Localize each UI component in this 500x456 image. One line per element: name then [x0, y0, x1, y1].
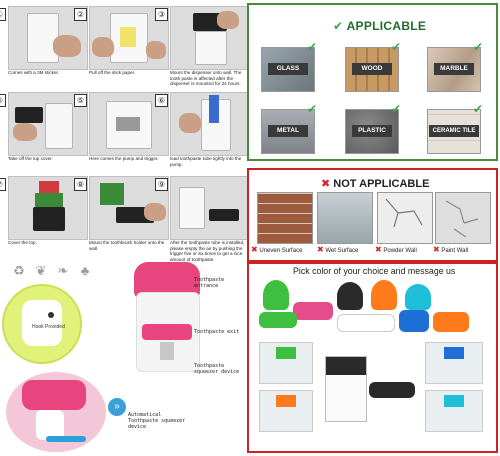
surface-paint-wall	[435, 192, 491, 244]
material-ceramic-tile: CERAMIC TILE	[427, 109, 481, 154]
material-wood: WOOD	[345, 47, 399, 92]
material-label: MARBLE	[434, 63, 474, 75]
arrow-icon: »	[108, 398, 126, 416]
color-option-cyan	[405, 284, 431, 310]
check-icon: ✔	[333, 19, 344, 33]
material-marble: MARBLE	[427, 47, 481, 92]
step-caption: Here comes the pump and trigger.	[89, 156, 159, 161]
material-metal: METAL	[261, 109, 315, 154]
color-option-blue	[399, 310, 429, 332]
step-number: ⑧	[74, 178, 87, 191]
step-number: ⑤	[74, 94, 87, 107]
sample-black-holder	[369, 382, 415, 398]
not-applicable-panel: ✖ NOT APPLICABLE ✖ Uneven Surface ✖ Wet …	[247, 168, 498, 262]
material-label: CERAMIC TILE	[429, 125, 479, 137]
crack-lines	[385, 198, 423, 228]
step-number: ①	[0, 8, 6, 21]
color-option-pink	[293, 302, 333, 320]
step-photo	[89, 92, 169, 156]
step-caption: Mount the dispenser onto wall. The tooth…	[170, 70, 242, 87]
cross-icon: ✖	[251, 245, 258, 254]
cross-icon: ✖	[317, 245, 324, 254]
check-icon: ✔	[473, 102, 484, 116]
annotation-entrance: Toothpaste entrance	[194, 277, 225, 289]
sample-green	[259, 342, 313, 384]
annotation-exit: Toothpaste exit	[194, 329, 240, 335]
step-caption: load toothpaste tube tightly into the pu…	[170, 156, 242, 167]
dispenser-illustration	[130, 262, 204, 374]
step-caption: Comes with a 3M sticker.	[8, 70, 60, 75]
step-photo	[170, 92, 250, 156]
check-icon: ✔	[391, 40, 402, 54]
sample-cyan	[425, 390, 483, 432]
material-label: METAL	[268, 125, 308, 137]
annotation-auto: Automatical Toothpaste squeezer device	[128, 412, 186, 430]
tree-icon: ♣	[80, 263, 90, 278]
material-plastic: PLASTIC	[345, 109, 399, 154]
step-photo	[170, 176, 250, 240]
check-icon: ✔	[307, 102, 318, 116]
leaf-icon: ❧	[57, 263, 69, 278]
color-option-white	[337, 314, 395, 332]
surface-uneven	[257, 192, 313, 244]
sample-black-dispenser	[325, 356, 367, 422]
surface-wet	[317, 192, 373, 244]
step-number: ⑨	[155, 178, 168, 191]
annotation-squeezer: Toothpaste squeezer device	[194, 363, 240, 375]
not-applicable-title: ✖ NOT APPLICABLE	[321, 178, 430, 190]
color-option-green	[263, 280, 289, 310]
applicable-title: ✔ APPLICABLE	[333, 19, 427, 33]
cross-icon: ✖	[375, 245, 382, 254]
surface-label: ✖ Uneven Surface	[251, 245, 303, 254]
step-caption: After the toothpaste tube is installed, …	[170, 240, 245, 262]
surface-label: ✖ Wet Surface	[317, 245, 359, 254]
check-icon: ✔	[307, 40, 318, 54]
recycle-icon: ♻	[13, 263, 25, 278]
surface-powder-wall	[377, 192, 433, 244]
bird-icon: ❦	[35, 263, 47, 278]
color-option-green-2	[259, 312, 297, 328]
step-number: ④	[0, 94, 6, 107]
color-option-orange	[371, 280, 397, 310]
step-caption: Mount the toothbrush holder onto the wal…	[89, 240, 165, 251]
hook-label: Hook Provided	[32, 324, 65, 330]
step-caption: Pull off the stick paper.	[89, 70, 136, 75]
color-options-panel: Pick color of your choice and message us	[247, 262, 498, 453]
sample-orange	[259, 390, 313, 432]
color-option-orange-2	[433, 312, 469, 332]
cross-icon: ✖	[321, 178, 331, 190]
cross-icon: ✖	[433, 245, 440, 254]
step-number: ⑦	[0, 178, 6, 191]
check-icon: ✔	[391, 102, 402, 116]
step-photo	[89, 6, 169, 70]
color-options-title: Pick color of your choice and message us	[293, 266, 456, 276]
step-caption: Cover the top.	[8, 240, 37, 245]
material-label: PLASTIC	[352, 125, 392, 137]
color-option-black	[337, 282, 363, 310]
step-number: ③	[155, 8, 168, 21]
material-glass: GLASS	[261, 47, 315, 92]
sample-blue	[425, 342, 483, 384]
surface-label: ✖ Paint Wall	[433, 245, 469, 254]
check-icon: ✔	[473, 40, 484, 54]
applicable-panel: ✔ APPLICABLE GLASS ✔ WOOD ✔ MARBLE ✔ MET…	[247, 3, 498, 161]
material-label: GLASS	[268, 63, 308, 75]
peel-lines	[445, 200, 479, 238]
hook-closeup: Hook Provided	[2, 284, 82, 364]
step-caption: Take off the top cover.	[8, 156, 53, 161]
pump-closeup	[6, 372, 106, 452]
surface-label: ✖ Powder Wall	[375, 245, 417, 254]
step-number: ②	[74, 8, 87, 21]
step-photo	[170, 6, 250, 70]
material-label: WOOD	[352, 63, 392, 75]
step-number: ⑥	[155, 94, 168, 107]
